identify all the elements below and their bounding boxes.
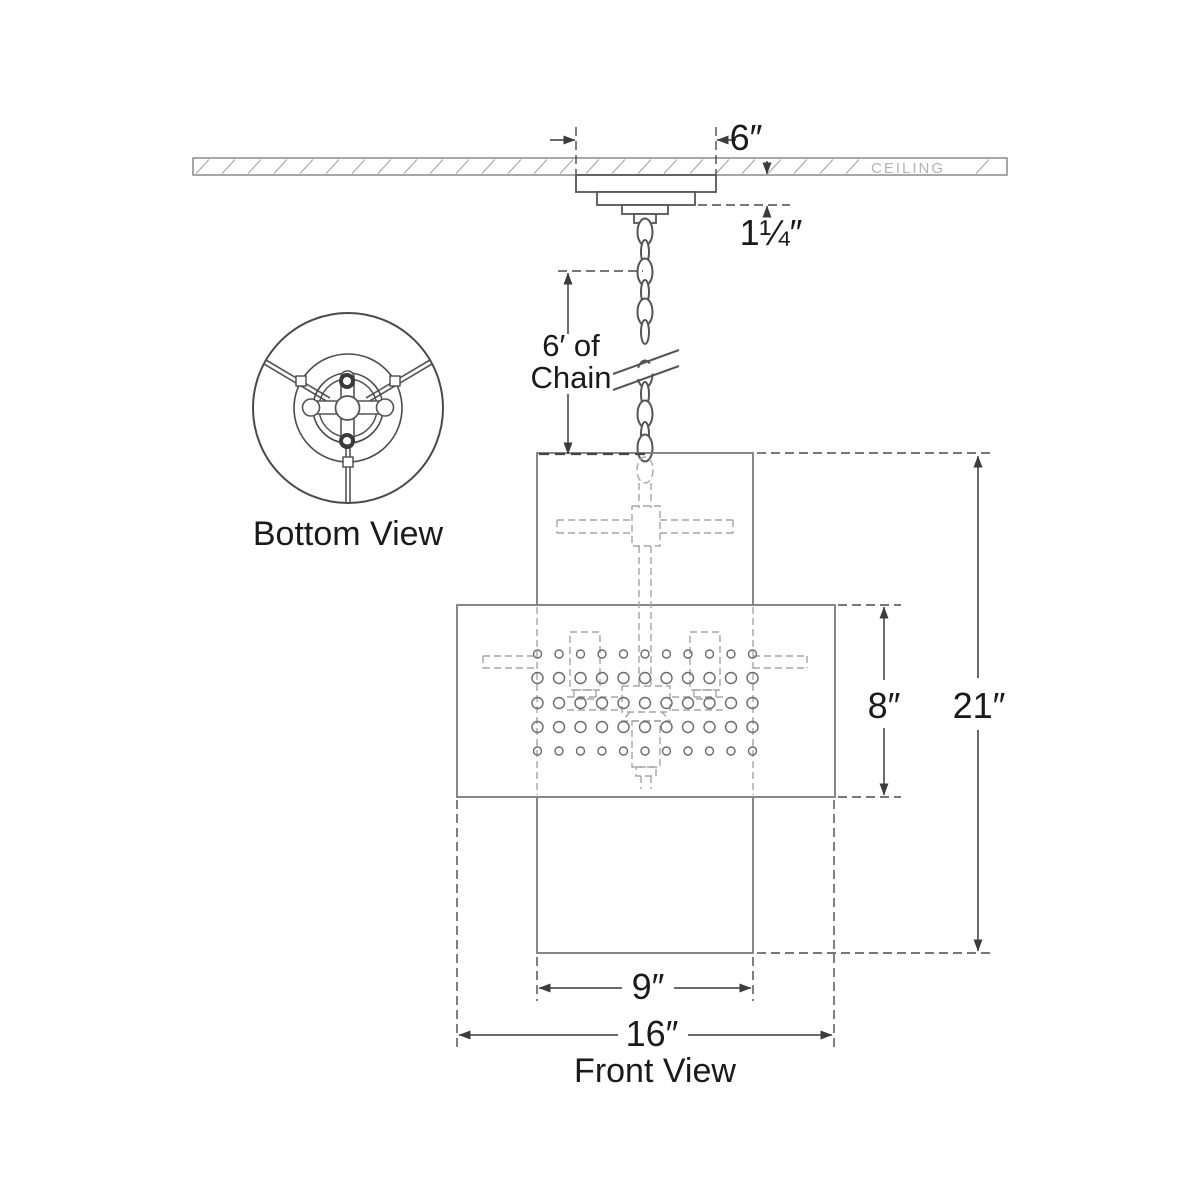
chain-length-dimension-line2: Chain	[531, 360, 612, 395]
overall-height-dimension: 21″	[953, 685, 1006, 726]
overall-width-dimension: 16″	[626, 1013, 679, 1054]
hanging-chain	[612, 217, 680, 463]
spoke-connector	[295, 375, 307, 387]
center-hub	[334, 395, 361, 421]
ceiling-label: CEILING	[871, 160, 945, 177]
ceiling-canopy	[575, 174, 717, 224]
band-height-dimension: 8″	[868, 685, 901, 726]
bottom-view-drawing	[252, 312, 444, 504]
chain-break-slash	[612, 349, 680, 375]
lamp-holder	[375, 398, 395, 417]
spoke-connector	[389, 375, 401, 387]
chain-length-dimension-line1: 6′ of	[542, 328, 600, 363]
canopy-width-dimension: 6″	[730, 117, 763, 158]
inner-shade-width-dimension: 9″	[632, 966, 665, 1007]
bolt	[339, 373, 355, 389]
dimension-lines	[458, 135, 983, 1040]
bottom-view-label: Bottom View	[253, 515, 444, 553]
spoke-connector	[342, 456, 354, 468]
extension-lines	[456, 127, 994, 1047]
fixture-body	[456, 452, 836, 954]
canopy-drop-dimension: 1¼″	[740, 212, 803, 253]
chain-links	[636, 217, 654, 463]
bolt	[339, 433, 355, 449]
outer-band-shade	[456, 604, 836, 798]
chain-break-gap	[614, 353, 678, 388]
front-view-label: Front View	[574, 1052, 736, 1090]
chain-break-slash	[612, 365, 680, 391]
lamp-holder	[301, 398, 321, 417]
ceiling-hatch	[195, 159, 990, 174]
perforation-holes	[531, 649, 759, 756]
